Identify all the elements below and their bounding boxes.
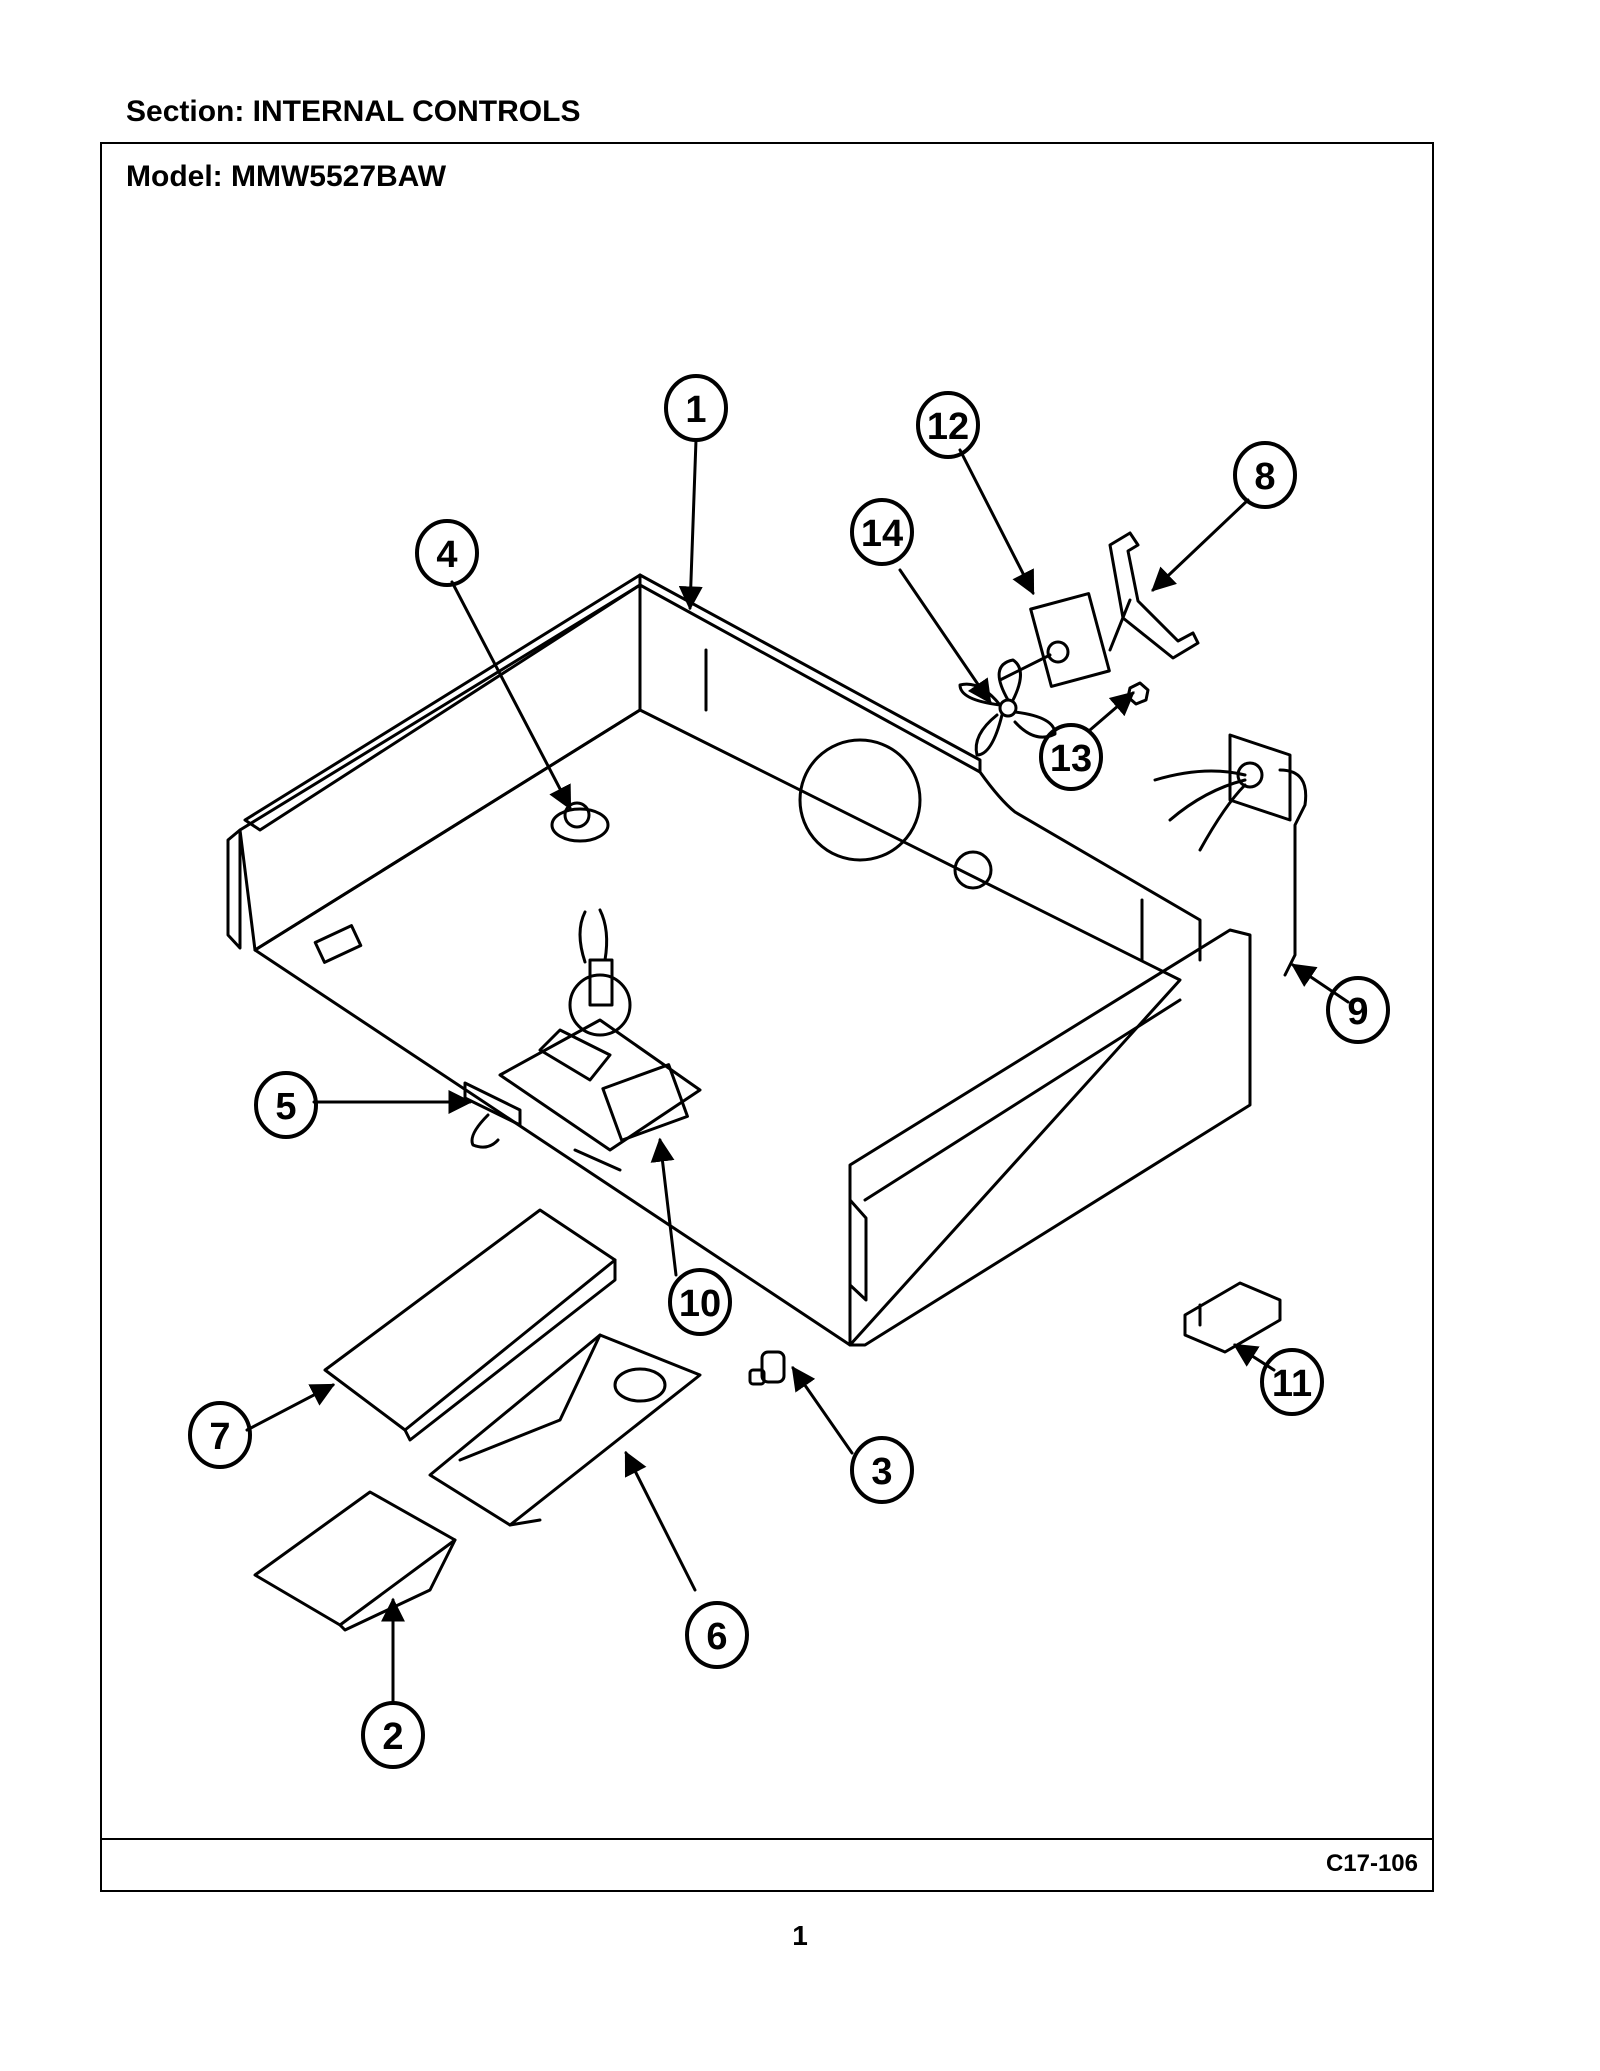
footer-divider	[102, 1838, 1432, 1840]
diagram-frame: Model: MMW5527BAW C17-106	[100, 142, 1434, 1892]
callout-7: 7	[188, 1401, 252, 1469]
bracket-part	[1108, 531, 1200, 660]
callout-6-label: 6	[706, 1616, 727, 1658]
diagram-code: C17-106	[1325, 1850, 1418, 1877]
bumper-part	[748, 1350, 786, 1386]
callout-11: 11	[1260, 1348, 1324, 1416]
callout-2: 2	[361, 1701, 425, 1769]
model-title: Model: MMW5527BAW	[126, 160, 447, 193]
air-guide-part	[428, 1333, 702, 1527]
callout-10-label: 10	[679, 1283, 721, 1325]
callout-6: 6	[685, 1601, 749, 1669]
callout-1: 1	[664, 374, 728, 442]
callout-14-label: 14	[861, 513, 903, 555]
callout-9: 9	[1326, 976, 1390, 1044]
callout-4-label: 4	[436, 534, 457, 576]
callout-5: 5	[254, 1071, 318, 1139]
fan-blade-part	[958, 658, 1057, 757]
callout-3-label: 3	[871, 1451, 892, 1493]
control-housing-part	[226, 573, 1252, 1347]
section-title: Section: INTERNAL CONTROLS	[126, 95, 581, 128]
duct-cover-part	[323, 1208, 617, 1442]
timer-switch-assembly	[463, 908, 702, 1172]
small-cover-part	[253, 1490, 457, 1632]
callout-8: 8	[1233, 441, 1297, 509]
callout-12-label: 12	[927, 406, 969, 448]
thermostat-part	[550, 801, 610, 843]
callout-13: 13	[1039, 723, 1103, 791]
callout-3: 3	[850, 1436, 914, 1504]
callout-11-label: 11	[1272, 1363, 1312, 1405]
page-number: 1	[792, 1920, 808, 1951]
callout-13-label: 13	[1050, 738, 1092, 780]
terminal-block-part	[1183, 1281, 1282, 1354]
callout-7-label: 7	[209, 1416, 230, 1458]
callout-9-label: 9	[1347, 991, 1368, 1033]
leader-lines	[245, 438, 1350, 1704]
callout-8-label: 8	[1254, 456, 1275, 498]
callout-5-label: 5	[275, 1086, 296, 1128]
callout-4: 4	[415, 519, 479, 587]
callout-2-label: 2	[382, 1716, 403, 1758]
callout-14: 14	[850, 498, 914, 566]
fan-motor-part	[998, 592, 1111, 688]
callout-10: 10	[668, 1268, 732, 1336]
callout-12: 12	[916, 391, 980, 459]
power-cord-part	[1153, 733, 1308, 977]
callout-1-label: 1	[685, 389, 706, 431]
